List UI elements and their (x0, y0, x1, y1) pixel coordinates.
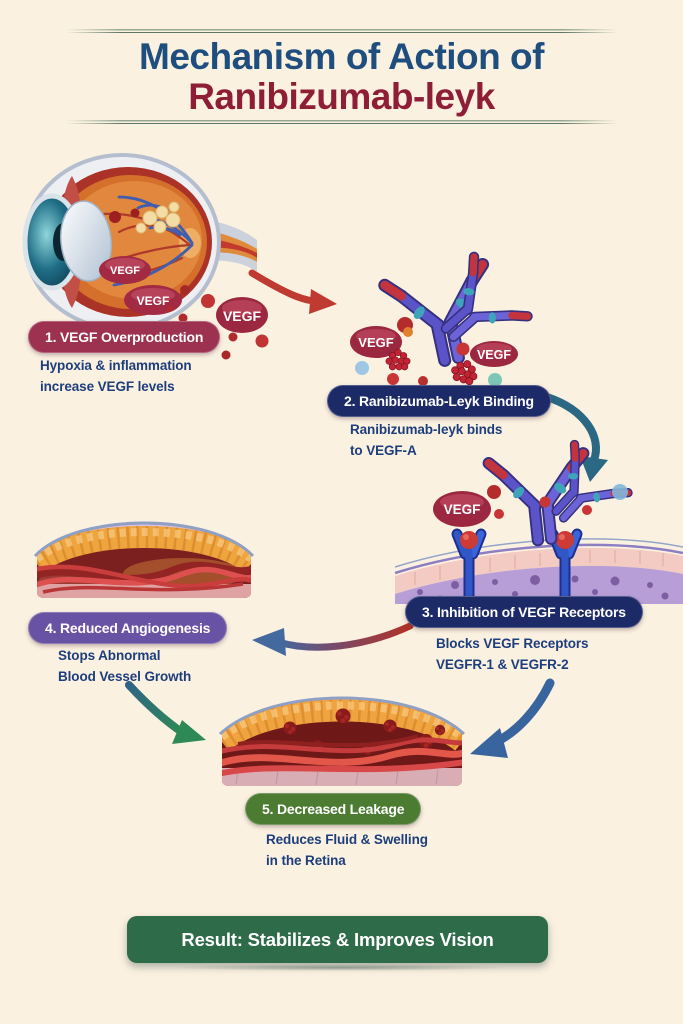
antibody-vegf-binding-illustration: VEGF VEGF (350, 268, 550, 387)
blue-curved-arrow-icon (470, 678, 555, 758)
result-banner: Result: Stabilizes & Improves Vision (127, 916, 548, 963)
retina-leakage-cross-section-illustration (218, 696, 466, 786)
svg-text:VEGF: VEGF (477, 348, 511, 362)
page-title-line2: Ranibizumab-leyk (188, 76, 495, 117)
step-2-pill: 2. Ranibizumab-Leyk Binding (327, 385, 551, 417)
svg-text:VEGF: VEGF (444, 502, 481, 517)
eye-cross-section-illustration: VEGF VEGF (22, 153, 257, 331)
vegf-molecule: VEGF (216, 297, 268, 333)
green-curved-arrow-icon (125, 681, 206, 744)
red-curved-arrow-icon (248, 269, 337, 314)
vegf-receptor-blockade-illustration: VEGF (394, 452, 683, 604)
svg-text:VEGF: VEGF (137, 294, 170, 308)
step-4-pill: 4. Reduced Angiogenesis (28, 612, 228, 644)
cell-membrane (394, 538, 683, 604)
vegf-molecule: VEGF (350, 326, 402, 358)
page-title-line1: Mechanism of Action of (139, 36, 544, 77)
step-5-pill: 5. Decreased Leakage (245, 793, 422, 825)
vegf-molecule: VEGF (124, 285, 182, 315)
teal-curved-arrow-icon (543, 393, 608, 482)
step-3-pill: 3. Inhibition of VEGF Receptors (405, 596, 643, 628)
retina-vessels-cross-section-illustration (33, 521, 255, 598)
vegf-leak-illustration: VEGF (180, 285, 269, 360)
svg-text:VEGF: VEGF (223, 308, 262, 324)
svg-text:VEGF: VEGF (358, 335, 393, 350)
vegf-molecule: VEGF (433, 491, 491, 527)
header-bottom-divider (66, 120, 618, 124)
result-banner-shadow (170, 964, 510, 971)
antibody-icon (489, 445, 628, 545)
step-1-pill: 1. VEGF Overproduction (28, 321, 221, 353)
header-top-divider (66, 29, 618, 33)
vegf-molecule: VEGF (470, 341, 518, 367)
vegf-molecule: VEGF (99, 256, 151, 284)
svg-text:VEGF: VEGF (110, 265, 140, 277)
gradient-curved-arrow-icon (252, 622, 414, 656)
